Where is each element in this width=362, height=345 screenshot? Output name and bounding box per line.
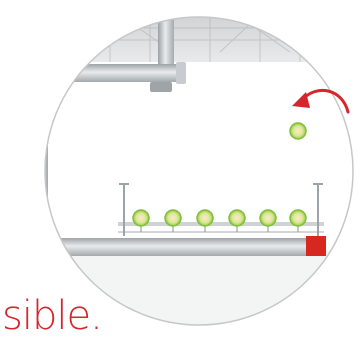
green-badge-icon bbox=[260, 210, 276, 226]
green-badge-icon bbox=[165, 210, 181, 226]
red-end-bracket bbox=[306, 236, 326, 256]
green-badge-icon bbox=[133, 210, 149, 226]
green-badge-icon bbox=[197, 210, 213, 226]
green-badge-icon bbox=[290, 123, 306, 139]
caption-text: sible. bbox=[2, 296, 102, 336]
green-badge-icon bbox=[290, 210, 306, 226]
green-badge-icon bbox=[229, 210, 245, 226]
